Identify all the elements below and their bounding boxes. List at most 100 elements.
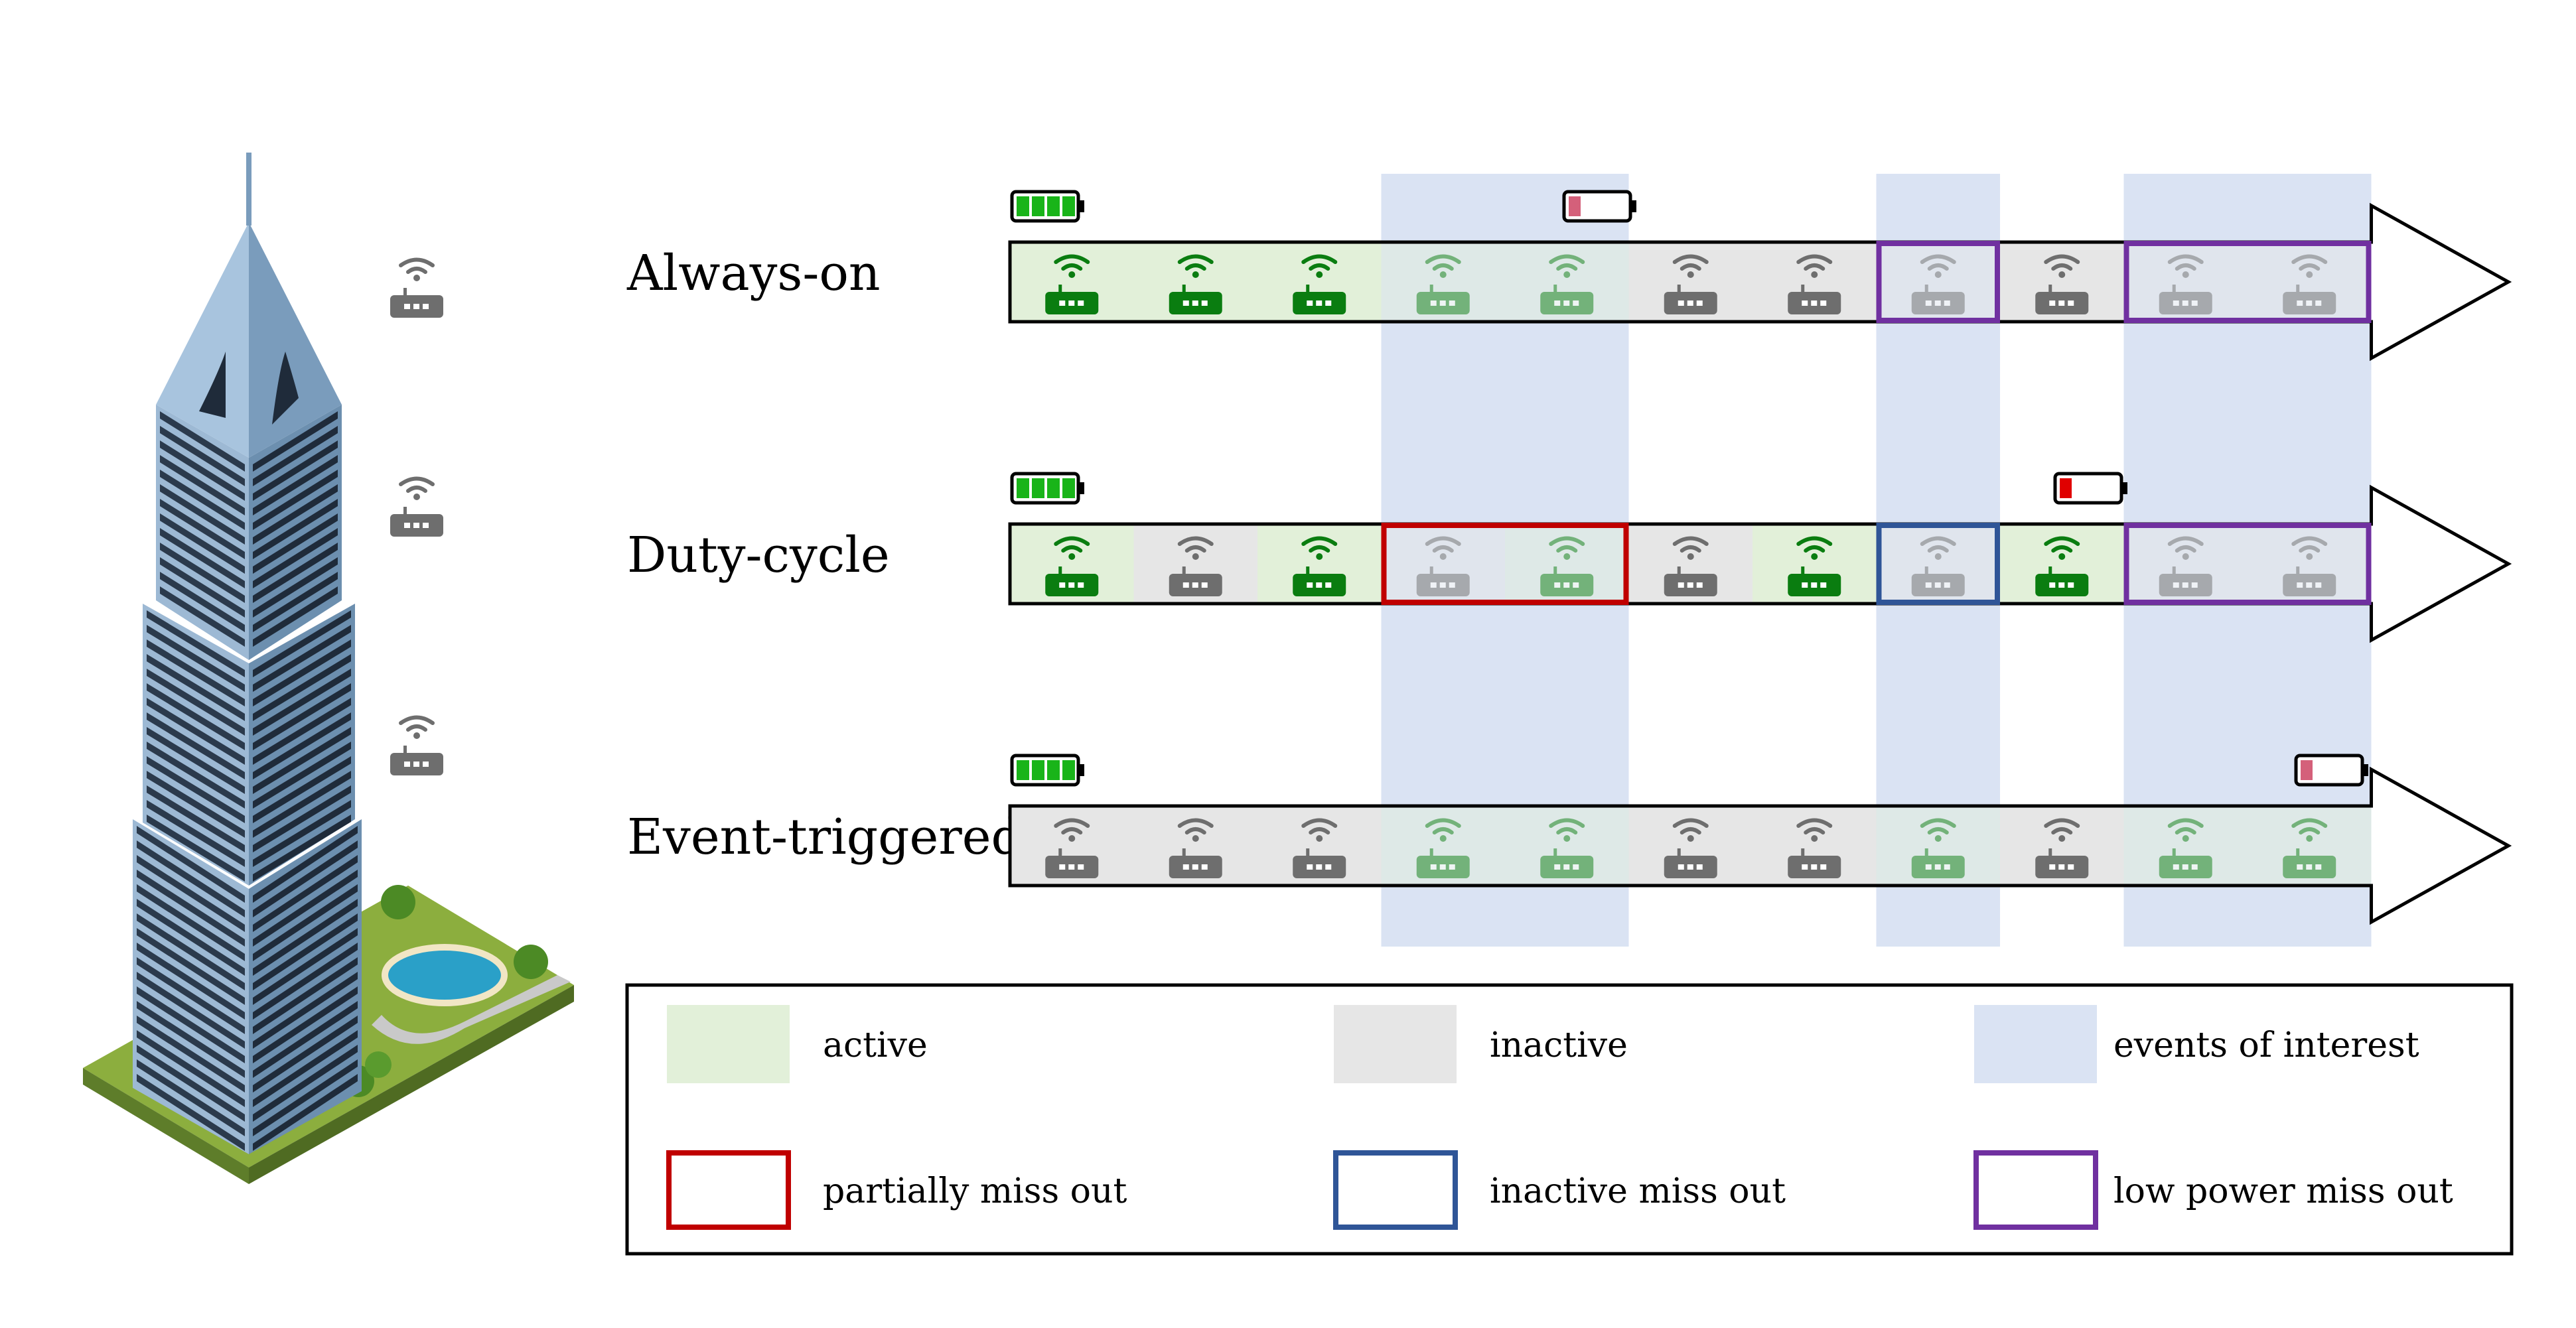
building-sensors (390, 257, 443, 775)
battery-icon (1010, 472, 1084, 505)
wifi-router-icon (1293, 254, 1346, 314)
legend-item-inactive: inactive (1334, 1005, 1628, 1083)
wifi-router-icon (1788, 536, 1841, 596)
window-band (137, 986, 245, 1063)
window-band (160, 557, 245, 618)
window-band (137, 1001, 245, 1078)
wifi-router-icon (1293, 536, 1346, 596)
window-band (253, 669, 351, 736)
battery-icon (1010, 754, 1084, 787)
wifi-router-icon (1045, 818, 1099, 878)
wifi-router-icon (2159, 818, 2212, 878)
window-band (253, 712, 351, 779)
legend-label: partially miss out (823, 1171, 1127, 1211)
timeline-arrow (1008, 202, 2512, 362)
legend-item-events: events of interest (1974, 1005, 2419, 1083)
wifi-router-icon (1540, 818, 1594, 878)
window-band (253, 1001, 358, 1078)
window-band (147, 815, 245, 882)
wifi-router-icon (1664, 818, 1717, 878)
window-band (147, 756, 245, 823)
timeline-arrow (1008, 766, 2512, 925)
spire-window (199, 352, 226, 418)
window-band (137, 1059, 245, 1136)
window-band (147, 742, 245, 809)
window-band (160, 484, 245, 545)
window-band (160, 411, 245, 472)
wifi-router-icon (2035, 536, 2089, 596)
window-band (253, 586, 338, 647)
low-power-miss-out-outline (1876, 241, 2000, 323)
window-band (160, 513, 245, 574)
lawn-edge-right (249, 985, 574, 1184)
legend-swatch (1333, 1150, 1458, 1230)
low-power-miss-out-outline (2123, 523, 2372, 605)
window-band (137, 943, 245, 1020)
window-bands-right (253, 411, 358, 1151)
lawn-edge-left (83, 1068, 249, 1184)
window-band (137, 855, 245, 932)
window-band (137, 1030, 245, 1107)
window-band (160, 426, 245, 486)
window-band (253, 928, 358, 1005)
window-band (137, 928, 245, 1005)
window-band (253, 1045, 358, 1122)
row-label: Always-on (626, 245, 881, 302)
row-label: Duty-cycle (627, 527, 890, 584)
window-band (160, 528, 245, 588)
wifi-router-icon (2035, 818, 2089, 878)
battery-icon (1562, 190, 1636, 223)
window-band (253, 513, 338, 574)
walkway (372, 975, 571, 1044)
window-band (253, 610, 351, 677)
window-band (160, 543, 245, 603)
legend-label: low power miss out (2113, 1171, 2453, 1211)
legend-item-inactive_miss: inactive miss out (1333, 1150, 1786, 1230)
wifi-router-icon (2035, 254, 2089, 314)
antenna (246, 153, 251, 226)
window-band (137, 913, 245, 990)
window-band (253, 899, 358, 976)
window-band (253, 1059, 358, 1136)
tree (514, 945, 548, 979)
battery-icon (2294, 754, 2368, 787)
window-band (147, 727, 245, 794)
spire-window (272, 352, 299, 425)
window-band (147, 800, 245, 867)
legend-label: active (823, 1026, 928, 1065)
window-band (253, 1030, 358, 1107)
window-band (253, 855, 358, 932)
window-bands-left (137, 411, 245, 1151)
window-band (253, 943, 358, 1020)
legend-swatch (667, 1005, 790, 1083)
inactive-miss-out-outline (1876, 523, 2000, 605)
low-power-miss-out-outline (2123, 241, 2372, 323)
wifi-router-icon (1788, 254, 1841, 314)
window-band (253, 426, 338, 486)
wifi-router-icon (1788, 818, 1841, 878)
wifi-router-icon (2283, 536, 2336, 596)
window-band (253, 1016, 358, 1093)
legend: active inactive events of interest partiall… (625, 983, 2514, 1256)
window-band (253, 528, 338, 588)
window-band (253, 698, 351, 765)
pool (382, 944, 508, 1006)
window-band (253, 972, 358, 1049)
window-band (137, 884, 245, 961)
window-band (253, 727, 351, 794)
window-band (253, 884, 358, 961)
window-band (253, 870, 358, 947)
wifi-router-icon (2283, 818, 2336, 878)
wifi-router-icon (2283, 254, 2336, 314)
wifi-router-icon (2159, 536, 2212, 596)
wifi-router-icon (1911, 536, 1965, 596)
window-band (253, 440, 338, 501)
skyscraper-illustration (83, 153, 574, 1184)
window-band (137, 826, 245, 903)
timeline-row: Always-on (626, 190, 2512, 362)
window-band (137, 1074, 245, 1151)
window-band (253, 742, 351, 809)
window-band (253, 654, 351, 721)
wifi-router-icon (390, 257, 443, 318)
